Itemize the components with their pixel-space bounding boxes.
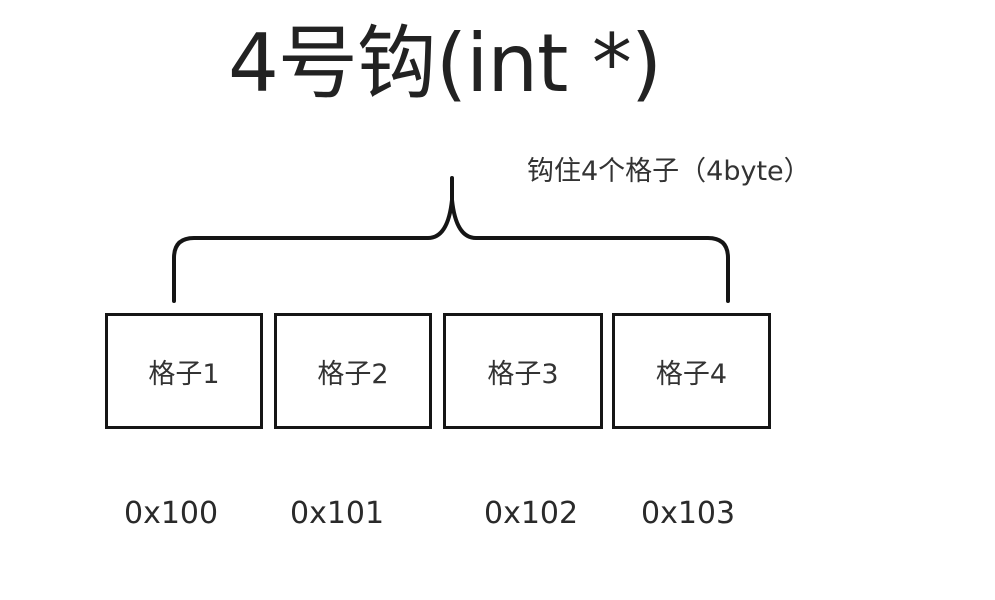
curly-brace-path — [172, 176, 730, 303]
brace-label: 钩住4个格子（4byte） — [527, 156, 811, 187]
memory-cell-2: 格子2 — [274, 313, 432, 429]
memory-cell-3: 格子3 — [443, 313, 603, 429]
address-label-4: 0x103 — [641, 496, 736, 531]
address-label-2: 0x101 — [290, 496, 385, 531]
memory-cell-1: 格子1 — [105, 313, 263, 429]
address-label-1: 0x100 — [124, 496, 219, 531]
memory-cell-4: 格子4 — [612, 313, 771, 429]
address-label-3: 0x102 — [484, 496, 579, 531]
diagram-title: 4号钩(int *) — [228, 17, 662, 110]
